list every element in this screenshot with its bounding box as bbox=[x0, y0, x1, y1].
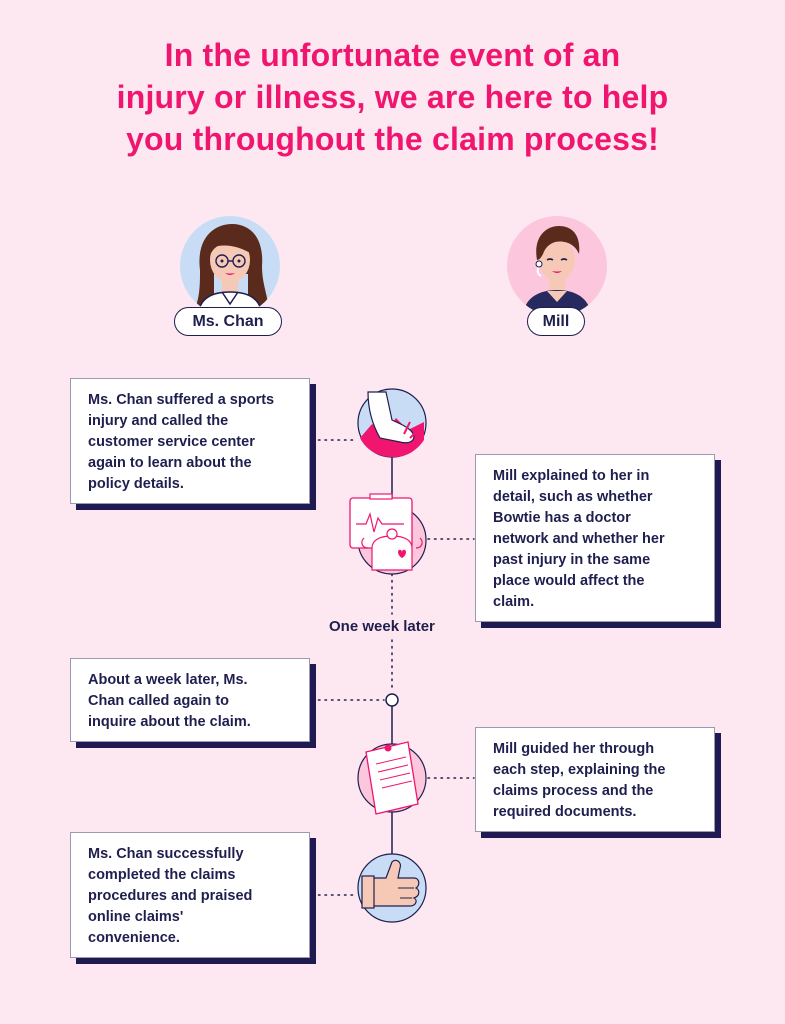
card2-line-2: detail, such as whether bbox=[493, 489, 653, 505]
page-headline: In the unfortunate event of an injury or… bbox=[40, 34, 745, 160]
card5-line-1: Ms. Chan successfully bbox=[88, 846, 244, 862]
card5-line-3: procedures and praised bbox=[88, 888, 253, 904]
card3-line-2: Chan called again to bbox=[88, 693, 229, 709]
card2-line-3: Bowtie has a doctor bbox=[493, 510, 631, 526]
card2-line-7: claim. bbox=[493, 594, 535, 610]
card1-line-4: again to learn about the bbox=[88, 455, 252, 471]
ms-chan-avatar bbox=[180, 216, 280, 316]
ms-chan-name-pill: Ms. Chan bbox=[174, 307, 282, 336]
card5-line-5: convenience. bbox=[88, 930, 180, 946]
card3-line-1: About a week later, Ms. bbox=[88, 672, 248, 688]
mill-name-pill: Mill bbox=[527, 307, 585, 336]
card3-line-3: inquire about the claim. bbox=[88, 714, 251, 730]
card4-line-1: Mill guided her through bbox=[493, 741, 655, 757]
headline-line-2: injury or illness, we are here to help bbox=[116, 79, 669, 115]
card4-line-2: each step, explaining the bbox=[493, 762, 666, 778]
card-called-again: About a week later, Ms. Chan called agai… bbox=[70, 658, 310, 742]
card-mill-guided: Mill guided her through each step, expla… bbox=[475, 727, 715, 832]
card2-line-6: place would affect the bbox=[493, 573, 645, 589]
card4-line-4: required documents. bbox=[493, 804, 637, 820]
thumbs-up-icon bbox=[357, 853, 427, 923]
injured-foot-icon bbox=[357, 388, 427, 458]
card1-line-5: policy details. bbox=[88, 476, 184, 492]
card4-line-3: claims process and the bbox=[493, 783, 654, 799]
heart-monitor-icon bbox=[349, 493, 427, 575]
card2-line-5: past injury in the same bbox=[493, 552, 651, 568]
card5-line-4: online claims' bbox=[88, 909, 184, 925]
card1-line-1: Ms. Chan suffered a sports bbox=[88, 392, 275, 408]
card2-line-1: Mill explained to her in bbox=[493, 468, 650, 484]
card-sports-injury: Ms. Chan suffered a sports injury and ca… bbox=[70, 378, 310, 504]
document-icon bbox=[357, 741, 427, 815]
card1-line-2: injury and called the bbox=[88, 413, 229, 429]
card-completed-claims: Ms. Chan successfully completed the clai… bbox=[70, 832, 310, 958]
card2-line-4: network and whether her bbox=[493, 531, 665, 547]
timeline-node-icon bbox=[385, 693, 399, 707]
headline-line-1: In the unfortunate event of an bbox=[164, 37, 621, 73]
card-mill-explained: Mill explained to her in detail, such as… bbox=[475, 454, 715, 622]
headline-line-3: you throughout the claim process! bbox=[126, 121, 659, 157]
card1-line-3: customer service center bbox=[88, 434, 255, 450]
week-later-label: One week later bbox=[329, 618, 435, 635]
card5-line-2: completed the claims bbox=[88, 867, 236, 883]
